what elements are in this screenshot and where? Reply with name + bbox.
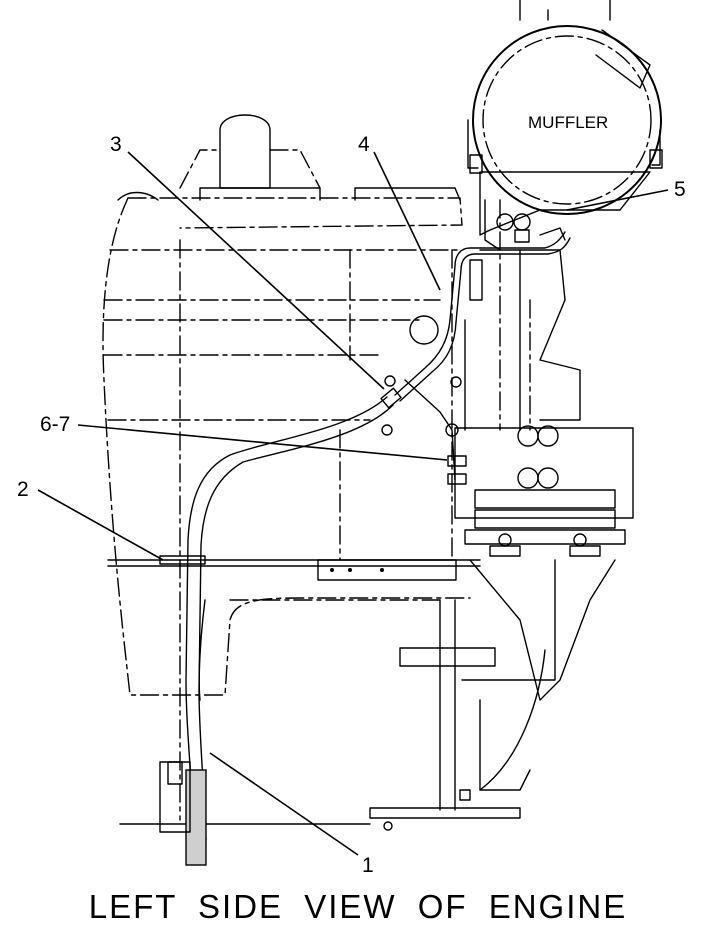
callout-1: 1 [362,854,374,877]
engine-block [102,114,521,831]
diagram-caption: LEFT SIDE VIEW OF ENGINE [88,888,628,925]
callout-5: 5 [674,178,686,201]
callout-4: 4 [358,133,370,156]
muffler-assembly: MUFFLER [467,0,663,251]
hose-assembly [159,231,571,866]
muffler-label: MUFFLER [528,113,608,132]
callout-6-7: 6-7 [40,413,70,436]
callout-leaders [37,151,669,856]
callout-2: 2 [17,478,29,501]
callout-3: 3 [110,133,122,156]
